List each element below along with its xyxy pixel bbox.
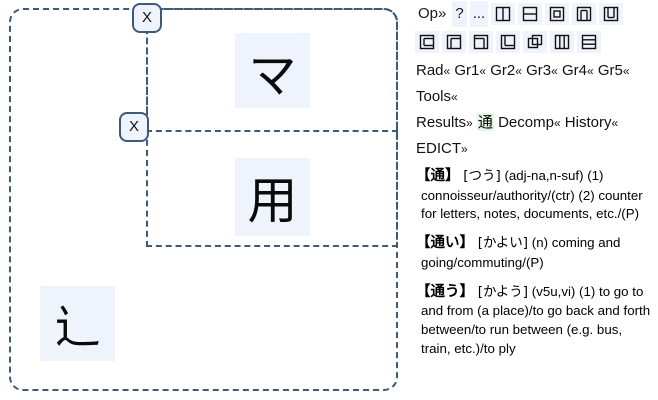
idc-surround-above-icon[interactable] [572,3,597,25]
idc-left-middle-right-icon[interactable] [550,31,574,53]
nav-link-results[interactable]: Results» [416,114,473,131]
nav-link-edict[interactable]: EDICT» [416,140,468,157]
result-kanji-chip[interactable]: 通 [476,113,494,131]
entry-headword[interactable]: 【通う】 [416,283,474,300]
dictionary-entry: 【通う】 [かよう] (v5u,vi) (1) to go to and fro… [416,282,654,359]
help-button[interactable]: ? [452,0,467,28]
entry-gloss: (adj-na,n-suf) (1) connoisseur/authority… [421,168,643,222]
nav-link-gr4[interactable]: Gr4« [562,62,594,79]
dictionary-entries: 【通】 [つう] (adj-na,n-suf) (1) connoisseur/… [412,162,658,359]
entry-reading: [かよい] [477,235,529,252]
more-button[interactable]: ... [469,0,489,28]
options-button[interactable]: Op» [418,4,447,22]
nav-link-gr1[interactable]: Gr1« [454,62,487,79]
decomposition-canvas[interactable]: X X マ 用 辶 [0,0,410,400]
entry-reading: [かよう] [477,283,529,300]
navigation-links: Rad« Gr1« Gr2« Gr3« Gr4« Gr5« Tools« Res… [412,56,658,162]
idc-overlaid-icon[interactable] [523,31,547,53]
idc-surround-below-icon[interactable] [599,3,624,25]
nav-link-history[interactable]: History« [564,114,619,131]
idc-above-below-icon[interactable] [518,3,543,25]
entry-reading: [つう] [463,168,501,184]
kanji-tile-ma[interactable]: マ [235,33,310,108]
kanji-tile-radical[interactable]: 辶 [40,286,115,361]
entry-gloss: (v5u,vi) (1) to go to and from (a place)… [421,283,651,357]
side-panel: Op» ? ... [412,0,658,400]
nav-link-decomp[interactable]: Decomp« [498,114,561,131]
entry-headword[interactable]: 【通】 [416,168,460,184]
dictionary-entry: 【通】 [つう] (adj-na,n-suf) (1) connoisseur/… [416,166,654,224]
idc-surround-upper-right-icon[interactable] [469,31,493,53]
nav-link-gr3[interactable]: Gr3« [526,62,558,79]
idc-left-right-icon[interactable] [491,3,516,25]
close-box-inner-button[interactable]: X [132,3,162,33]
idc-surround-full-icon[interactable] [545,3,570,25]
entry-gloss: (n) coming and going/commuting/(P) [421,235,621,270]
nav-link-gr5[interactable]: Gr5« [597,62,630,79]
nav-link-tools[interactable]: Tools« [416,88,458,105]
nav-line-results: Results» 通 Decomp« History« [416,110,658,136]
nav-line-tools: Tools« [416,84,658,110]
dictionary-entry: 【通い】 [かよい] (n) coming and going/commutin… [416,233,654,272]
decomposition-box-inner[interactable] [146,8,398,132]
toolbar-row-2 [412,28,658,56]
idc-surround-left-icon[interactable] [415,31,439,53]
nav-line-edict: EDICT» [416,136,658,162]
nav-line-radicals: Rad« Gr1« Gr2« Gr3« Gr4« Gr5« [416,58,658,84]
nav-link-gr2[interactable]: Gr2« [490,62,522,79]
close-box-middle-button[interactable]: X [119,112,149,142]
toolbar-row-1: Op» ? ... [412,0,658,28]
idc-above-middle-below-icon[interactable] [577,31,601,53]
nav-link-rad[interactable]: Rad« [416,62,451,79]
entry-headword[interactable]: 【通い】 [416,235,474,252]
idc-surround-upper-left-icon[interactable] [442,31,466,53]
idc-surround-lower-left-icon[interactable] [496,31,520,53]
kanji-tile-you[interactable]: 用 [235,158,310,236]
